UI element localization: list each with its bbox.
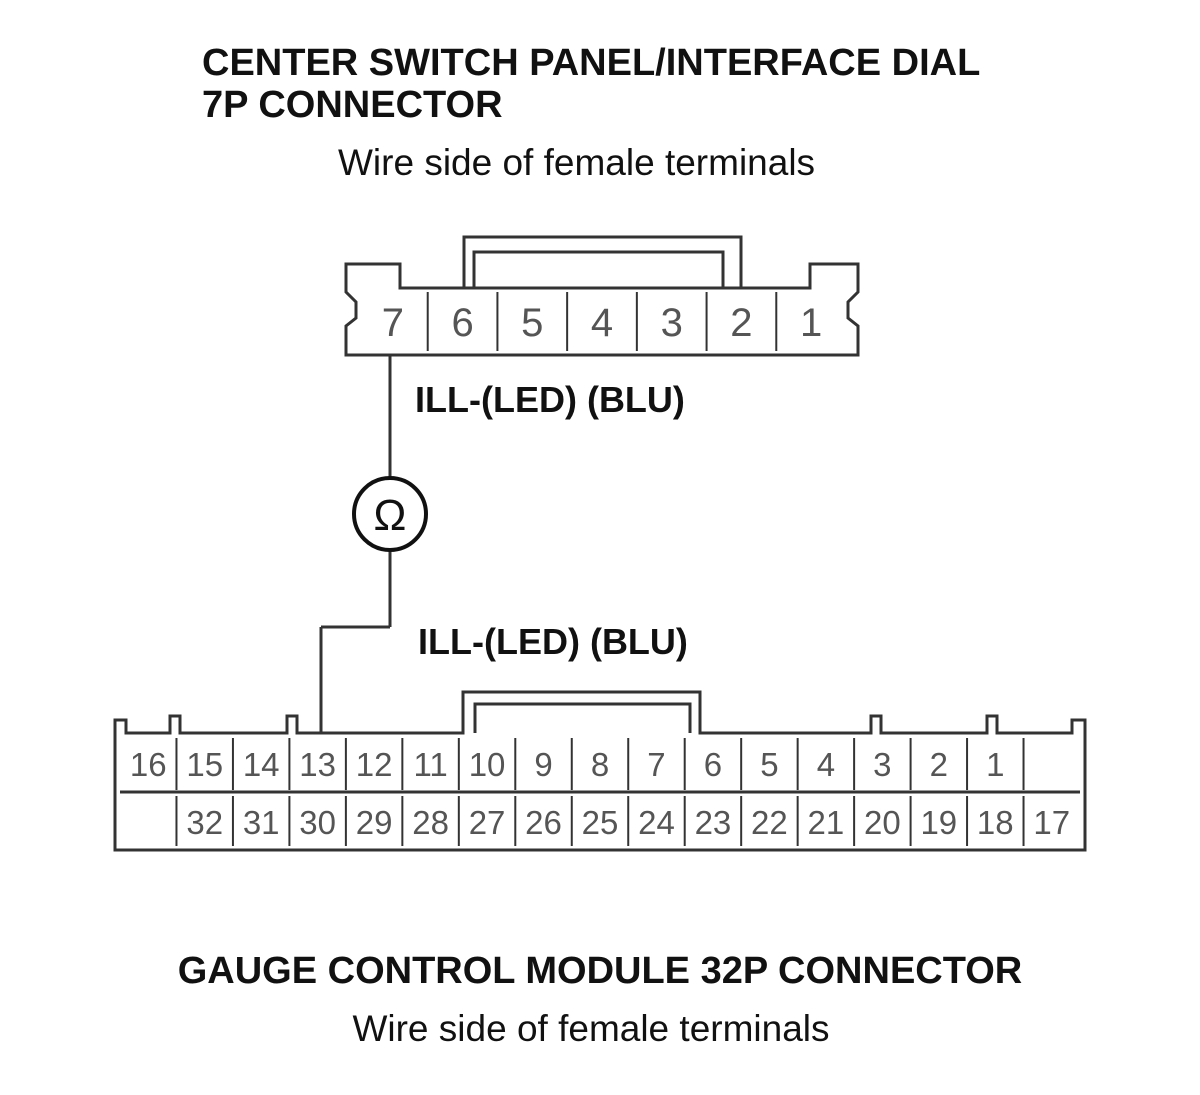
bottom-pin-9: 9 (534, 746, 552, 783)
top-pin-7: 7 (382, 301, 404, 345)
bottom-pin-24: 24 (638, 804, 675, 841)
bottom-pin-2: 2 (930, 746, 948, 783)
top-connector-title: CENTER SWITCH PANEL/INTERFACE DIAL 7P CO… (202, 42, 980, 126)
top-pin-1: 1 (800, 301, 822, 345)
bottom-pin-20: 20 (864, 804, 901, 841)
bottom-pin-19: 19 (920, 804, 957, 841)
bottom-pin-13: 13 (299, 746, 336, 783)
bottom-pin-5: 5 (760, 746, 778, 783)
top-connector-subtitle: Wire side of female terminals (338, 142, 816, 183)
bottom-pin-16: 16 (130, 746, 167, 783)
bottom-pin-8: 8 (591, 746, 609, 783)
bottom-pin-25: 25 (582, 804, 619, 841)
bottom-pin-11: 11 (413, 746, 447, 783)
bottom-pin-23: 23 (695, 804, 732, 841)
bottom-pin-12: 12 (356, 746, 393, 783)
wire-label-top: ILL-(LED) (BLU) (415, 379, 685, 420)
bottom-pin-27: 27 (469, 804, 506, 841)
bottom-pin-30: 30 (299, 804, 336, 841)
bottom-pin-28: 28 (412, 804, 449, 841)
top-pin-3: 3 (661, 301, 683, 345)
bottom-pin-10: 10 (469, 746, 506, 783)
bottom-connector-title: GAUGE CONTROL MODULE 32P CONNECTOR (177, 950, 1023, 992)
bottom-pin-22: 22 (751, 804, 788, 841)
wire-path (319, 355, 392, 733)
top-pin-5: 5 (521, 301, 543, 345)
top-connector-pins: 7 6 5 4 3 2 1 (382, 292, 822, 351)
bottom-pin-6: 6 (704, 746, 722, 783)
ohm-symbol: Ω (374, 491, 407, 540)
bottom-pin-21: 21 (808, 804, 845, 841)
top-pin-6: 6 (451, 301, 473, 345)
bottom-connector-housing (113, 690, 1087, 852)
wire-label-bottom: ILL-(LED) (BLU) (418, 621, 688, 662)
bottom-pin-4: 4 (817, 746, 835, 783)
top-pin-2: 2 (730, 301, 752, 345)
bottom-connector-subtitle: Wire side of female terminals (352, 1008, 830, 1049)
bottom-pin-26: 26 (525, 804, 562, 841)
bottom-pin-17: 17 (1033, 804, 1070, 841)
bottom-pin-31: 31 (243, 804, 280, 841)
ohmmeter-icon: Ω (352, 476, 428, 552)
top-connector-housing (344, 235, 860, 357)
bottom-pin-1: 1 (986, 746, 1004, 783)
bottom-pin-29: 29 (356, 804, 393, 841)
bottom-pin-7: 7 (647, 746, 665, 783)
bottom-pin-14: 14 (243, 746, 280, 783)
top-connector-title-line1: CENTER SWITCH PANEL/INTERFACE DIAL (202, 42, 981, 84)
top-pin-4: 4 (591, 301, 613, 345)
bottom-pin-3: 3 (873, 746, 891, 783)
bottom-pin-18: 18 (977, 804, 1014, 841)
bottom-pin-15: 15 (186, 746, 223, 783)
bottom-pin-32: 32 (186, 804, 223, 841)
top-connector-title-line2: 7P CONNECTOR (202, 84, 503, 126)
